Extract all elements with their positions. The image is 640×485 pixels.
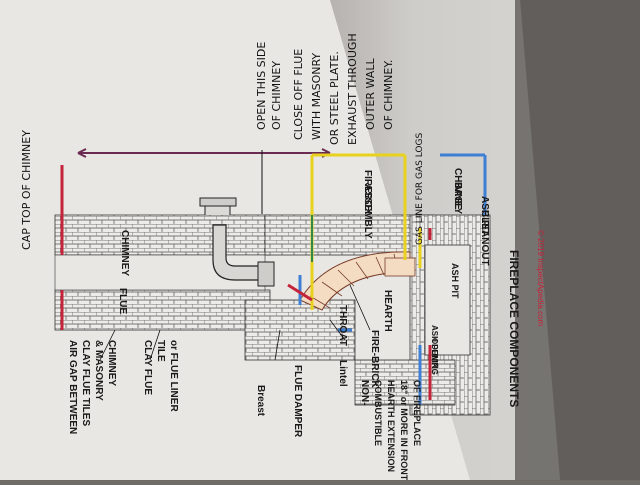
chimney-wall-lower — [54, 289, 271, 331]
firebox-wall-top — [264, 214, 436, 256]
label-firebox: FIREBOX — [362, 170, 373, 215]
table-shadow — [515, 0, 640, 480]
label-ash-pit-cleanout: ASH PIT — [479, 196, 490, 235]
label-lintel: Lintel — [337, 360, 348, 387]
label-noncombustible-3: HEARTH EXTENSION — [386, 380, 396, 472]
label-noncombustible-5: OF FIREPLACE — [412, 380, 422, 446]
hearth-fire-brick — [384, 257, 416, 277]
label-breast: Breast — [255, 385, 266, 417]
label-ash-dump: ASH DUMP — [430, 325, 439, 368]
handwritten-cap: CAP TOP OF CHIMNEY — [20, 130, 33, 250]
chimney-wall-upper — [54, 214, 271, 256]
breast-masonry — [244, 299, 356, 361]
label-fire-brick: FIRE-BRICK — [369, 330, 380, 389]
diagram-title: FIREPLACE COMPONENTS — [507, 250, 521, 407]
label-air-gap-2: CLAY FLUE TILES — [80, 340, 91, 426]
label-clay-flue-1: CLAY FLUE — [142, 340, 153, 395]
label-chimney-base-2: BASE — [452, 182, 463, 210]
purple-arrowheads — [77, 148, 331, 158]
label-noncombustible-4: 18" or MORE IN FRONT — [399, 380, 409, 480]
label-noncombustible-1: NON- — [359, 380, 370, 406]
label-chimney: CHIMNEY — [119, 230, 130, 276]
label-ash-pit: ASH PIT — [450, 263, 460, 299]
handwritten-note-2: OF CHIMNEY — [270, 61, 283, 130]
label-ash-pit-cleanout-2: CLEANOUT — [479, 210, 490, 266]
label-air-gap-4: CHIMNEY — [106, 340, 117, 386]
label-air-gap-3: & MASONRY — [93, 340, 104, 401]
handwritten-note-3: CLOSE OFF FLUE — [292, 49, 305, 140]
label-noncombustible-2: COMBUSTIBLE — [373, 380, 383, 446]
ash-pit-chamber — [424, 244, 471, 356]
handwritten-gas-line: GAS LINE FOR GAS LOGS — [415, 133, 425, 245]
pipe-collar — [257, 261, 275, 287]
label-chimney-base: CHIMNEY — [452, 168, 463, 214]
handwritten-note-1: OPEN THIS SIDE — [255, 42, 268, 130]
label-flue-damper: FLUE DAMPER — [292, 365, 303, 438]
fire-brick-joints — [309, 253, 399, 309]
label-firebox-assembly: ASSEMBLY — [362, 184, 373, 239]
red-damper-plate — [287, 283, 313, 302]
label-throat: THROAT — [337, 305, 348, 346]
handwritten-note-4: WITH MASONRY — [310, 53, 323, 140]
handwritten-note-6: EXHAUST THROUGH — [346, 33, 359, 145]
leader-lines — [99, 284, 371, 361]
label-clay-flue-3: or FLUE LINER — [168, 340, 179, 412]
handwritten-note-5: OR STEEL PLATE. — [328, 51, 341, 145]
hearth-base — [354, 359, 456, 406]
pipe-cap-plate — [199, 197, 237, 207]
handwritten-note-7: OUTER WALL — [364, 58, 377, 130]
label-ash-dump-opening: OPENING — [430, 338, 439, 375]
copyright-text: © 2019 InspectApedia.com — [536, 230, 545, 327]
label-air-gap-1: AIR GAP BETWEEN — [67, 340, 78, 434]
label-flue: FLUE — [117, 288, 128, 314]
label-hearth: HEARTH — [382, 290, 393, 332]
label-clay-flue-2: TILE — [155, 340, 166, 362]
handwritten-note-8: OF CHIMNEY. — [382, 60, 395, 130]
